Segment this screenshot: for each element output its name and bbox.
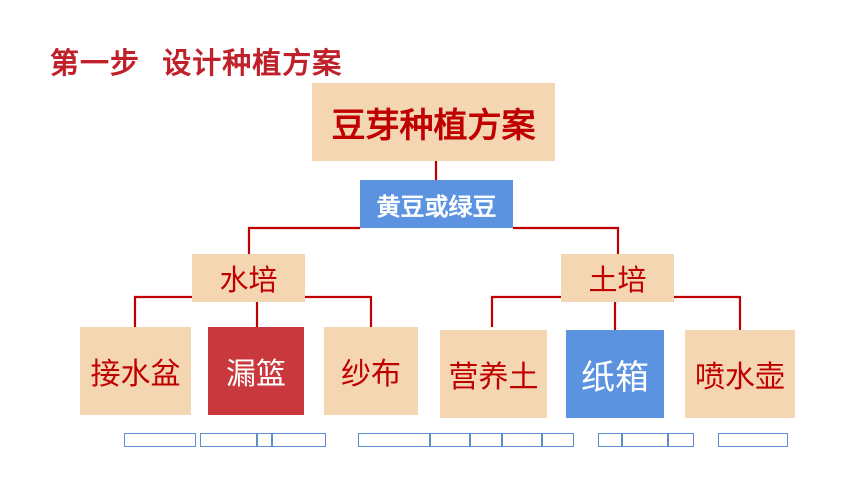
method-node-hydroponic: 水培 — [192, 254, 305, 302]
placeholder-box — [622, 433, 668, 447]
placeholder-box — [542, 433, 574, 447]
page-title: 第一步 设计种植方案 — [50, 46, 343, 80]
placeholder-box — [272, 433, 326, 447]
item-node-basin: 接水盆 — [80, 327, 191, 415]
placeholder-box — [470, 433, 502, 447]
item-node-watering-can: 喷水壶 — [685, 330, 795, 418]
placeholder-box — [502, 433, 542, 447]
item-node-carton: 纸箱 — [566, 330, 664, 418]
method-node-soil: 土培 — [561, 254, 674, 302]
placeholder-box — [718, 433, 788, 447]
placeholder-box — [200, 433, 258, 447]
placeholder-box — [668, 433, 694, 447]
root-node: 豆芽种植方案 — [312, 83, 555, 161]
subject-node: 黄豆或绿豆 — [360, 180, 513, 228]
placeholder-box — [256, 433, 272, 447]
item-node-soil: 营养土 — [440, 330, 547, 418]
placeholder-box — [598, 433, 622, 447]
item-node-gauze: 纱布 — [324, 327, 418, 415]
placeholder-box — [124, 433, 196, 447]
placeholder-box — [430, 433, 470, 447]
item-node-colander: 漏篮 — [208, 327, 304, 415]
placeholder-box — [358, 433, 430, 447]
